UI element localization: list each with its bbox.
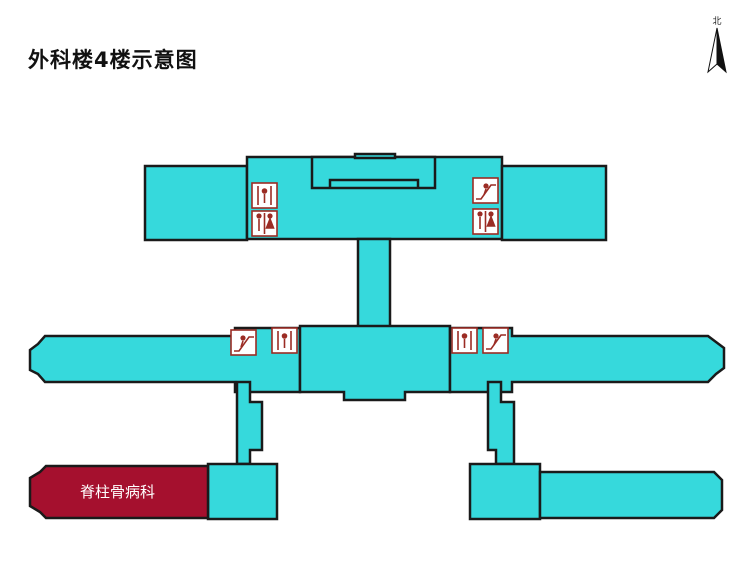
top-notch-inner (328, 178, 420, 188)
elevator-icon (271, 327, 298, 354)
restroom-icon (251, 210, 278, 237)
north-label: 北 (712, 17, 722, 27)
dept-spine-bone-label: 脊柱骨病科 (80, 483, 155, 501)
elevator-icon (251, 182, 278, 209)
north-corridor (356, 237, 392, 329)
middle-left-wing (28, 326, 302, 394)
restroom-icon (472, 208, 499, 235)
north-arrow-icon (707, 27, 727, 74)
escalator-icon (230, 329, 257, 356)
bottom-left-block (206, 462, 279, 521)
map-title: 外科楼4楼示意图 (28, 48, 198, 72)
elevator-icon (451, 327, 478, 354)
top-right-wing (500, 164, 608, 242)
bottom-right-wing (538, 470, 724, 520)
right-south-corridor (486, 380, 516, 466)
escalator-icon (482, 327, 509, 354)
compass: 北 (704, 14, 730, 76)
top-left-wing (143, 164, 249, 242)
top-center-cap (353, 152, 397, 160)
bottom-right-block (468, 462, 542, 521)
middle-right-wing (448, 326, 726, 394)
dept-spine-bone (28, 464, 210, 520)
middle-center-block (298, 324, 452, 402)
escalator-icon (472, 177, 499, 204)
left-south-corridor (235, 380, 264, 466)
